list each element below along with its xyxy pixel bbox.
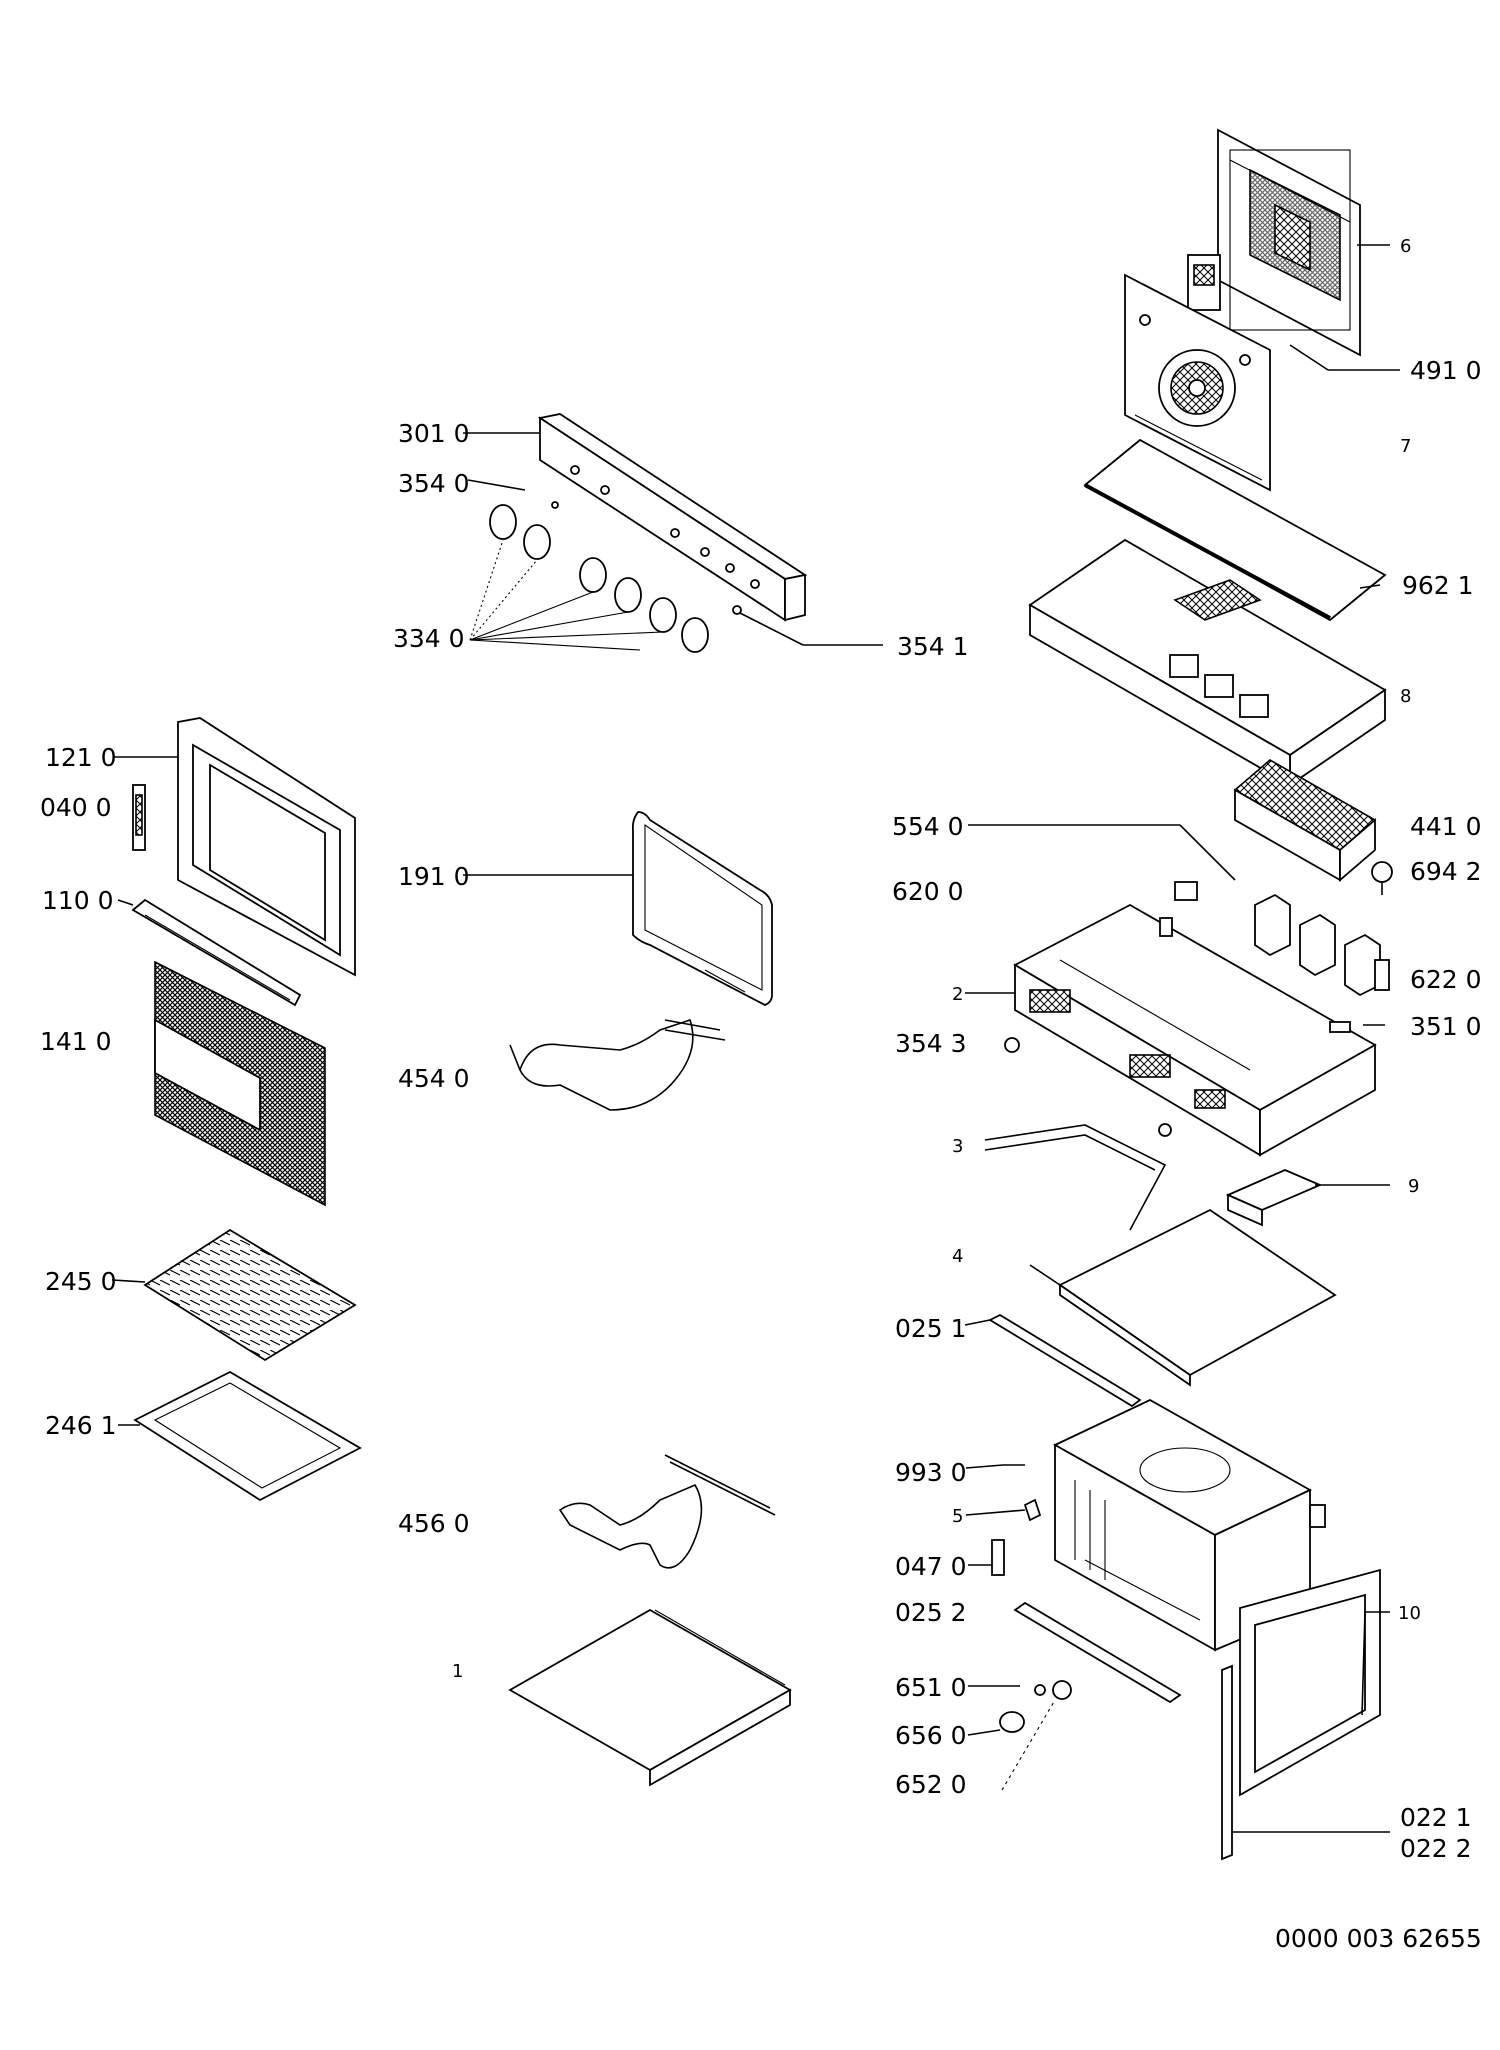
label-354-1: 354 1 [897,632,969,661]
fan-plate-part [1124,273,1271,492]
leader-lines [111,244,1400,1833]
lamp-651-656-652-part [999,1680,1072,1791]
oven-door-part [177,717,356,977]
label-554-0: 554 0 [892,812,964,841]
bracket-491-part [1187,254,1221,311]
bottom-plate-1-part [508,1608,792,1787]
hinge-040-part [132,784,146,851]
label-354-0: 354 0 [398,469,470,498]
shelf-4-part [1029,1208,1337,1387]
heating-element-456-part [558,1454,776,1569]
thermostat-694-part [1371,861,1393,895]
label-025-2: 025 2 [895,1598,967,1627]
door-handle-part [131,898,302,1007]
label-301-0: 301 0 [398,419,470,448]
rear-panel-part [1217,128,1361,357]
knobs-part [489,501,742,653]
label-694-2: 694 2 [1410,857,1482,886]
electronic-module-2-part [1013,903,1377,1157]
label-9: 9 [1408,1176,1419,1197]
door-glass-141-part [154,960,326,1207]
label-962-1: 962 1 [1402,571,1474,600]
label-7: 7 [1400,436,1411,457]
label-022-1: 022 1 [1400,1803,1472,1832]
label-245-0: 245 0 [45,1267,117,1296]
fan-motor-part [1233,759,1377,882]
label-993-0: 993 0 [895,1458,967,1487]
label-620-0: 620 0 [892,877,964,906]
label-354-3: 354 3 [895,1029,967,1058]
label-441-0: 441 0 [1410,812,1482,841]
grid-shelf-part [143,1228,357,1362]
seal-strip-part [1083,438,1387,622]
label-5: 5 [952,1506,963,1527]
label-121-0: 121 0 [45,743,117,772]
label-047-0: 047 0 [895,1552,967,1581]
label-4: 4 [952,1246,963,1267]
label-246-1: 246 1 [45,1411,117,1440]
label-3: 3 [952,1136,963,1157]
label-10: 10 [1398,1603,1421,1624]
control-panel-part [537,413,808,622]
label-622-0: 622 0 [1410,965,1482,994]
label-022-2: 022 2 [1400,1834,1472,1863]
label-652-0: 652 0 [895,1770,967,1799]
knob-leader-lines [469,539,664,651]
callout-labels: 6 491 0 7 962 1 8 301 0 354 0 334 0 354 … [40,236,1482,1953]
glass-plate-191-part [631,811,773,1006]
part-9 [1225,1169,1323,1227]
label-191-0: 191 0 [398,862,470,891]
label-656-0: 656 0 [895,1721,967,1750]
label-491-0: 491 0 [1410,356,1482,385]
switches-622-part [1254,893,1390,997]
rail-025-2-part [1013,1601,1182,1704]
label-334-0: 334 0 [393,624,465,653]
baking-tray-part [133,1370,362,1502]
small-parts-554-620-part [1004,881,1351,1137]
label-6: 6 [1400,236,1411,257]
label-351-0: 351 0 [1410,1012,1482,1041]
label-1: 1 [452,1661,463,1682]
label-8: 8 [1400,686,1411,707]
parts-993-047-5 [991,1464,1042,1576]
heating-element-454-part [509,1018,726,1111]
label-2: 2 [952,984,963,1005]
label-651-0: 651 0 [895,1673,967,1702]
label-454-0: 454 0 [398,1064,470,1093]
label-141-0: 141 0 [40,1027,112,1056]
rail-025-1-part [988,1313,1142,1408]
label-025-1: 025 1 [895,1314,967,1343]
label-040-0: 040 0 [40,793,112,822]
label-456-0: 456 0 [398,1509,470,1538]
element-3-part [984,1124,1167,1231]
side-door-10-part [1221,1568,1381,1861]
footer-code: 0000 003 62655 [1275,1924,1482,1953]
label-110-0: 110 0 [42,886,114,915]
